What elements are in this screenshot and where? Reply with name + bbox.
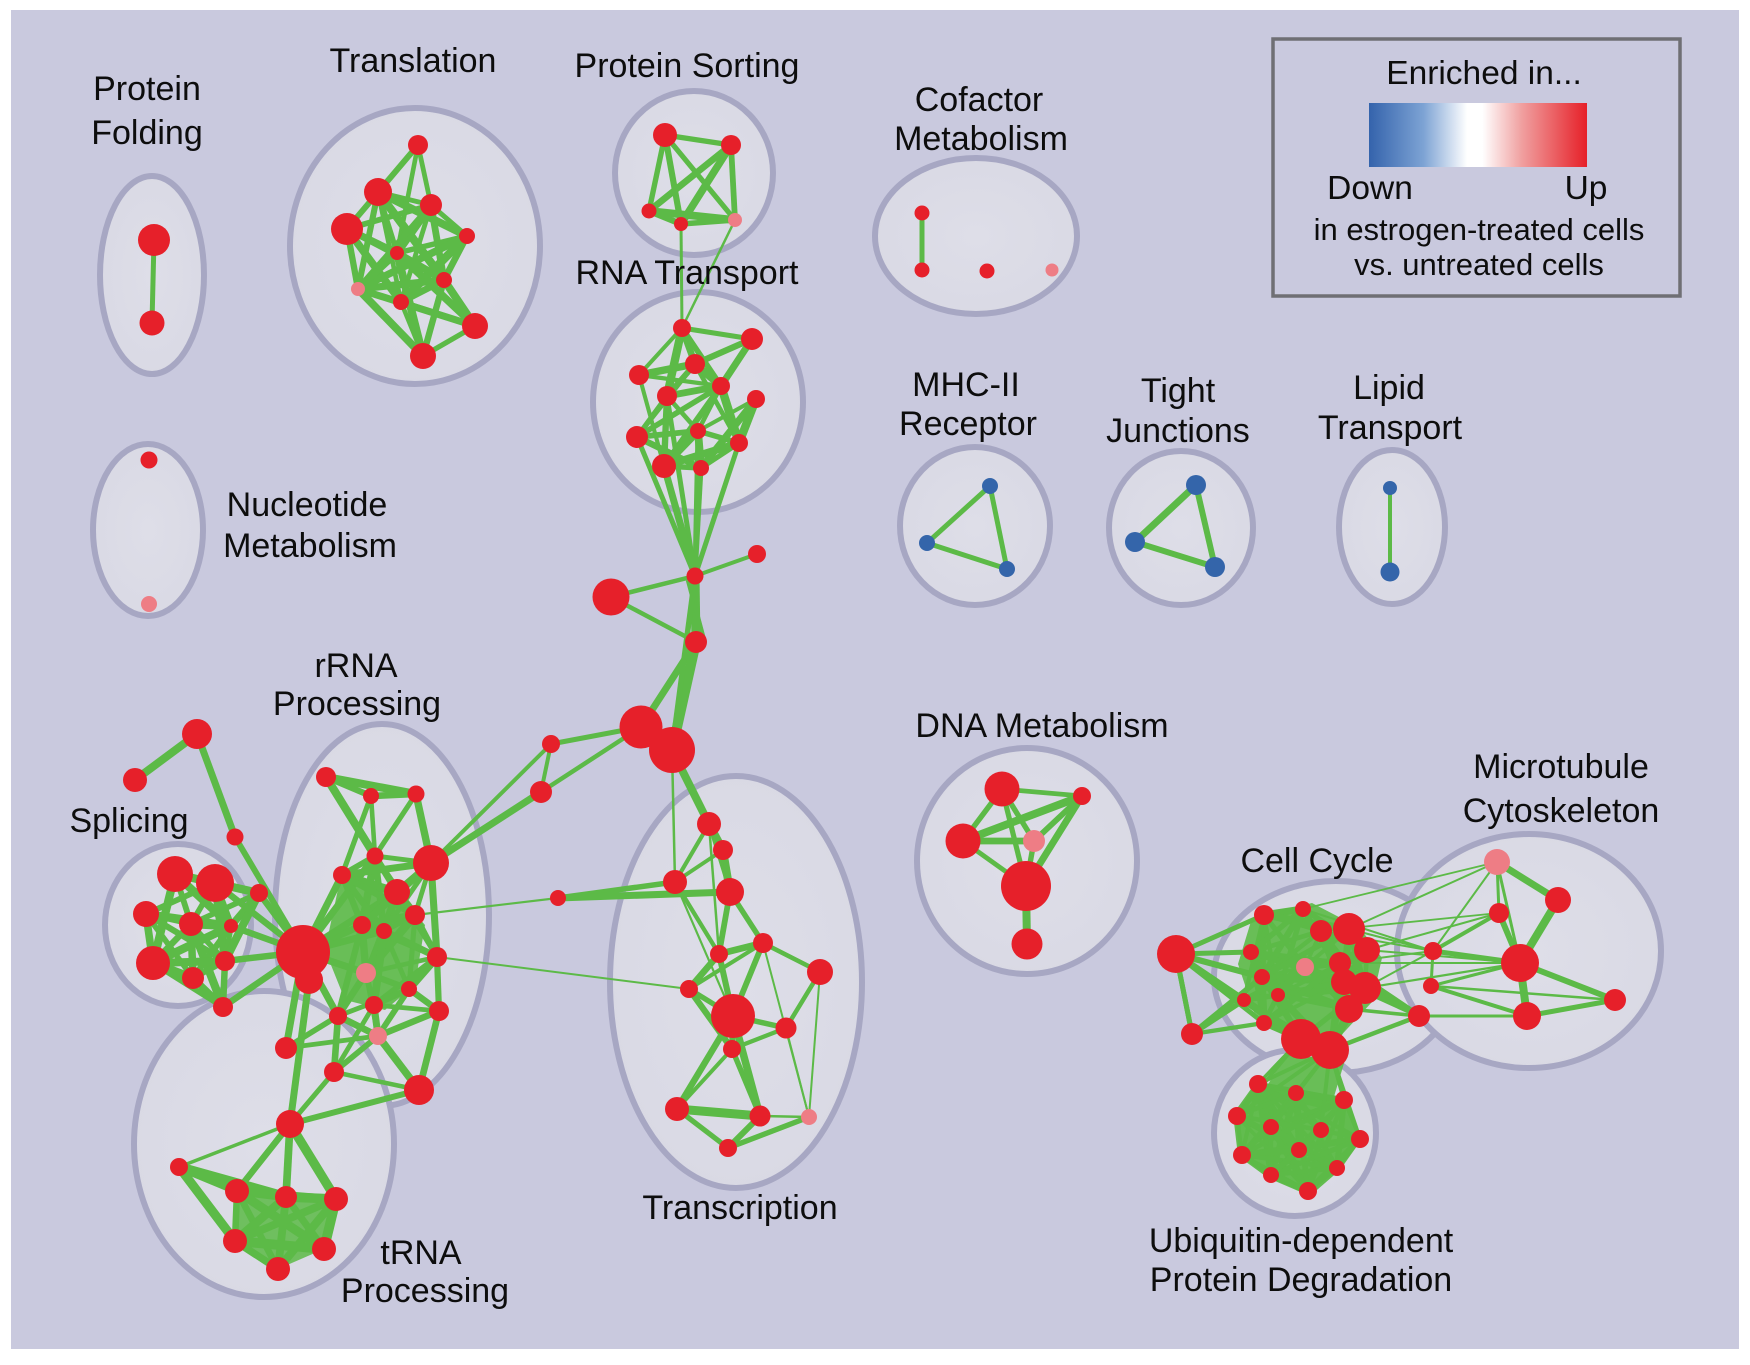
svg-text:Transport: Transport [1318,409,1463,447]
svg-text:tRNA: tRNA [380,1234,462,1272]
svg-text:Splicing: Splicing [69,802,188,840]
svg-text:Protein Degradation: Protein Degradation [1150,1261,1452,1299]
svg-text:Metabolism: Metabolism [894,120,1068,158]
svg-text:Microtubule: Microtubule [1473,748,1649,786]
svg-text:vs. untreated cells: vs. untreated cells [1354,247,1604,282]
svg-text:Folding: Folding [91,114,203,152]
svg-text:RNA Transport: RNA Transport [576,254,800,292]
svg-text:DNA Metabolism: DNA Metabolism [915,707,1168,745]
svg-text:MHC-II: MHC-II [912,366,1020,404]
svg-text:Down: Down [1327,170,1413,207]
svg-text:Enriched in...: Enriched in... [1386,55,1582,92]
svg-text:Nucleotide: Nucleotide [227,486,388,524]
svg-text:Protein: Protein [93,70,201,108]
svg-text:Ubiquitin-dependent: Ubiquitin-dependent [1149,1222,1454,1260]
svg-text:Junctions: Junctions [1106,412,1250,450]
svg-text:Up: Up [1565,170,1608,207]
svg-text:Tight: Tight [1141,372,1216,410]
svg-text:in estrogen-treated cells: in estrogen-treated cells [1314,212,1645,247]
svg-text:rRNA: rRNA [314,647,397,685]
svg-text:Processing: Processing [273,685,441,723]
svg-text:Protein Sorting: Protein Sorting [575,47,800,85]
svg-text:Cofactor: Cofactor [915,81,1044,119]
svg-text:Translation: Translation [330,42,497,80]
svg-text:Transcription: Transcription [642,1189,837,1227]
svg-text:Cytoskeleton: Cytoskeleton [1463,792,1660,830]
svg-text:Cell Cycle: Cell Cycle [1240,842,1393,880]
svg-text:Processing: Processing [341,1272,509,1310]
svg-text:Metabolism: Metabolism [223,527,397,565]
svg-text:Receptor: Receptor [899,405,1037,443]
svg-text:Lipid: Lipid [1353,369,1425,407]
